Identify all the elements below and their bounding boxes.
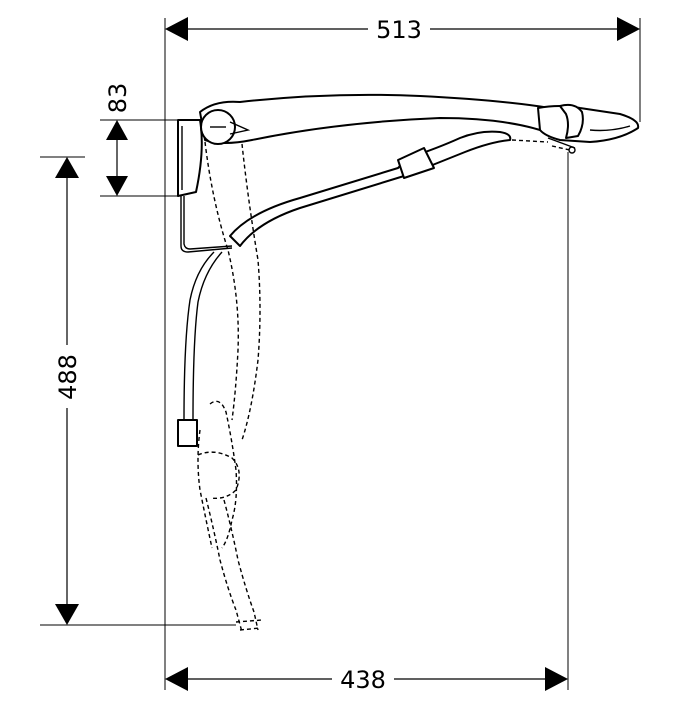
hand-shower-alternate-dashed [197, 141, 263, 633]
dimension-488: 488 [54, 157, 82, 625]
dimension-513: 513 [165, 16, 640, 44]
arrow-down-icon [55, 604, 79, 625]
dimension-label-513: 513 [376, 16, 422, 44]
arrow-down-icon [106, 176, 128, 196]
hand-shower-mounted [229, 130, 512, 247]
dimension-label-438: 438 [340, 666, 386, 694]
dimension-label-83: 83 [104, 83, 132, 114]
arrow-up-icon [55, 157, 79, 178]
hose-connector-icon [177, 419, 198, 447]
shower-arm [199, 93, 576, 145]
arrow-left-icon [165, 667, 188, 691]
shower-hose [177, 251, 223, 447]
dimension-438: 438 [165, 666, 568, 694]
overhead-shower-head [511, 103, 640, 154]
nozzle-icon [568, 146, 576, 154]
dimension-label-488: 488 [54, 354, 82, 400]
arrow-right-icon [617, 17, 640, 41]
arrow-right-icon [545, 667, 568, 691]
holder-rail [180, 196, 233, 253]
extension-lines [40, 18, 641, 690]
arrow-left-icon [165, 17, 188, 41]
arrow-up-icon [106, 120, 128, 140]
dimension-83: 83 [104, 83, 132, 196]
wall-bracket [177, 119, 203, 197]
